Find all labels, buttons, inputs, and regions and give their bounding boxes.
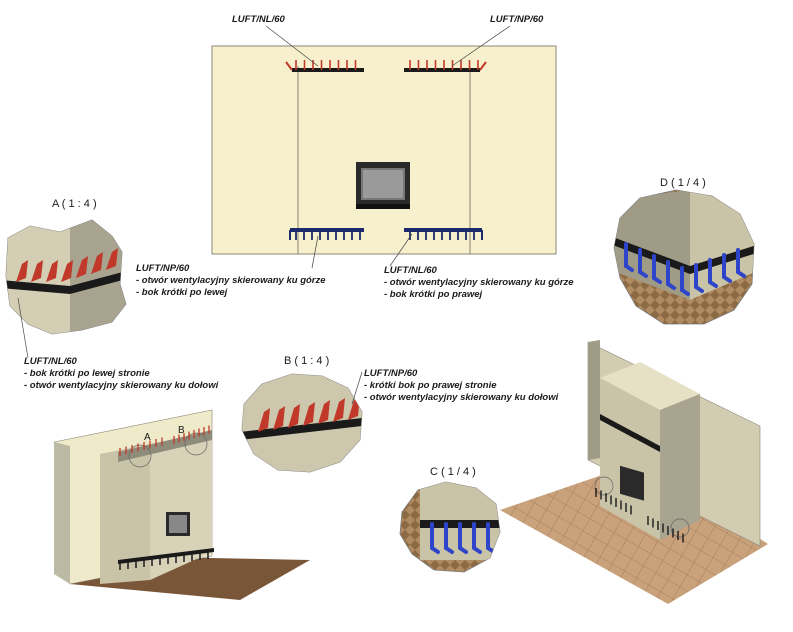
label-top-left-code: LUFT/NL/60 [232, 14, 285, 25]
label-right-lower-line1: - krótki bok po prawej stronie [364, 380, 497, 391]
label-left-lower: LUFT/NL/60 - bok krótki po lewej stronie… [24, 356, 218, 392]
label-left-lower-line2: - otwór wentylacyjny skierowany ku dołow… [24, 380, 219, 391]
grille-blade [258, 408, 270, 432]
leader-mid-right [389, 233, 413, 267]
grille-blade [46, 260, 58, 282]
label-right-lower-code: LUFT/NP/60 [364, 368, 418, 379]
grille-blade [333, 398, 345, 422]
label-top-right-code: LUFT/NP/60 [490, 14, 544, 25]
grille-hook [666, 260, 676, 290]
marker-a: A [144, 432, 151, 443]
leader-top-left [265, 25, 319, 67]
detail-a-bubble [5, 219, 127, 335]
label-mid-right: LUFT/NL/60 - otwór wentylacyjny skierowa… [384, 265, 574, 301]
grille-blade [303, 402, 315, 426]
label-left-lower-line1: - bok krótki po lewej stronie [24, 368, 150, 379]
grille-hook [430, 522, 440, 554]
label-mid-left-line2: - bok krótki po lewej [136, 287, 228, 298]
grille-blade [91, 252, 103, 274]
grille-blade [76, 256, 88, 278]
leader-detail-a [17, 297, 29, 359]
grille-hook [458, 522, 468, 554]
grille-blade [288, 404, 300, 428]
label-mid-left-code: LUFT/NP/60 [136, 263, 190, 274]
grille-blade [318, 400, 330, 424]
detail-b-title: B ( 1 : 4 ) [284, 355, 330, 367]
grille-hook [624, 242, 634, 272]
detail-b-bubble [241, 373, 363, 473]
detail-d-bubble [613, 189, 755, 325]
label-right-lower: LUFT/NP/60 - krótki bok po prawej stroni… [364, 368, 558, 404]
label-mid-right-line1: - otwór wentylacyjny skierowany ku górze [384, 277, 574, 288]
grille-blade [61, 260, 73, 282]
leader-top-right [451, 25, 511, 67]
leader-detail-b [351, 371, 363, 405]
label-right-lower-line2: - otwór wentylacyjny skierowany ku dołow… [364, 392, 559, 403]
grille-hook [472, 522, 482, 554]
label-mid-right-code: LUFT/NL/60 [384, 265, 437, 276]
grille-blade [16, 260, 28, 282]
grille-hook [736, 248, 746, 278]
left-3d-view [53, 409, 310, 600]
grille-top-left [285, 61, 364, 72]
grille-hook [680, 266, 690, 296]
detail-c-bubble [399, 481, 501, 573]
detail-a-title: A ( 1 : 4 ) [52, 198, 97, 210]
grille-blade [31, 260, 43, 282]
grille-bottom-left [289, 228, 364, 240]
grille-hook [444, 522, 454, 554]
grille-blade [106, 248, 118, 270]
label-mid-left-line1: - otwór wentylacyjny skierowany ku górze [136, 275, 326, 286]
grille-blade [273, 406, 285, 430]
grille-hook [708, 258, 718, 288]
front-wall [211, 45, 557, 255]
detail-d-title: D ( 1 / 4 ) [660, 177, 706, 189]
grille-top-right [404, 61, 487, 72]
right-3d-view [500, 340, 768, 604]
firebox-door [356, 162, 410, 209]
marker-b: B [178, 425, 185, 436]
label-mid-left: LUFT/NP/60 - otwór wentylacyjny skierowa… [136, 263, 326, 299]
grille-hook [722, 253, 732, 283]
grille-hook [694, 263, 704, 293]
grille-hook [638, 248, 648, 278]
label-left-lower-code: LUFT/NL/60 [24, 356, 77, 367]
grille-hook [652, 254, 662, 284]
label-mid-right-line2: - bok krótki po prawej [384, 289, 483, 300]
grille-bottom-right [404, 228, 483, 240]
leader-mid-left [311, 235, 319, 269]
detail-c-title: C ( 1 / 4 ) [430, 466, 476, 478]
grille-hook [486, 522, 496, 554]
